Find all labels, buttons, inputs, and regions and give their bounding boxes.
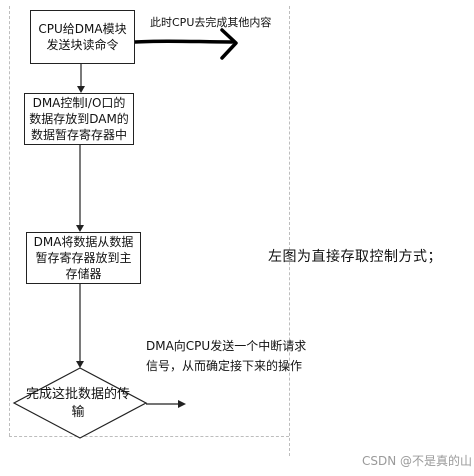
watermark: CSDN @不是真的山 (362, 454, 473, 468)
decision-label: 完成这批数据的传输 (25, 387, 130, 420)
cpu-note: 此时CPU去完成其他内容 (150, 16, 272, 29)
step-3-label: DMA将数据从数据暂存寄存器放到主存储器 (33, 235, 134, 281)
arrowhead-decision-right (178, 400, 186, 408)
arrowhead-decision (76, 361, 84, 368)
dashed-guide-bottom (9, 436, 289, 437)
arrowhead-step2 (77, 86, 85, 93)
dashed-guide-right (289, 6, 290, 456)
decision-diamond (12, 367, 148, 439)
cpu-arrow-shaft (133, 39, 234, 44)
cpu-arrow-head (220, 28, 238, 60)
step-io-to-buffer: DMA控制I/O口的数据存放到DAM的数据暂存寄存器中 (24, 93, 134, 145)
step-2-label: DMA控制I/O口的数据存放到DAM的数据暂存寄存器中 (29, 96, 129, 142)
arrowhead-step3 (76, 225, 84, 232)
step-send-read-command: CPU给DMA模块发送块读命令 (30, 10, 135, 64)
dashed-guide-left (9, 6, 10, 436)
step-buffer-to-memory: DMA将数据从数据暂存寄存器放到主存储器 (26, 232, 141, 284)
dma-interrupt-note: DMA向CPU发送一个中断请求信号，从而确定接下来的操作 (146, 339, 307, 373)
diagram-caption: 左图为直接存取控制方式； (268, 249, 442, 265)
step-1-label: CPU给DMA模块发送块读命令 (38, 22, 127, 52)
